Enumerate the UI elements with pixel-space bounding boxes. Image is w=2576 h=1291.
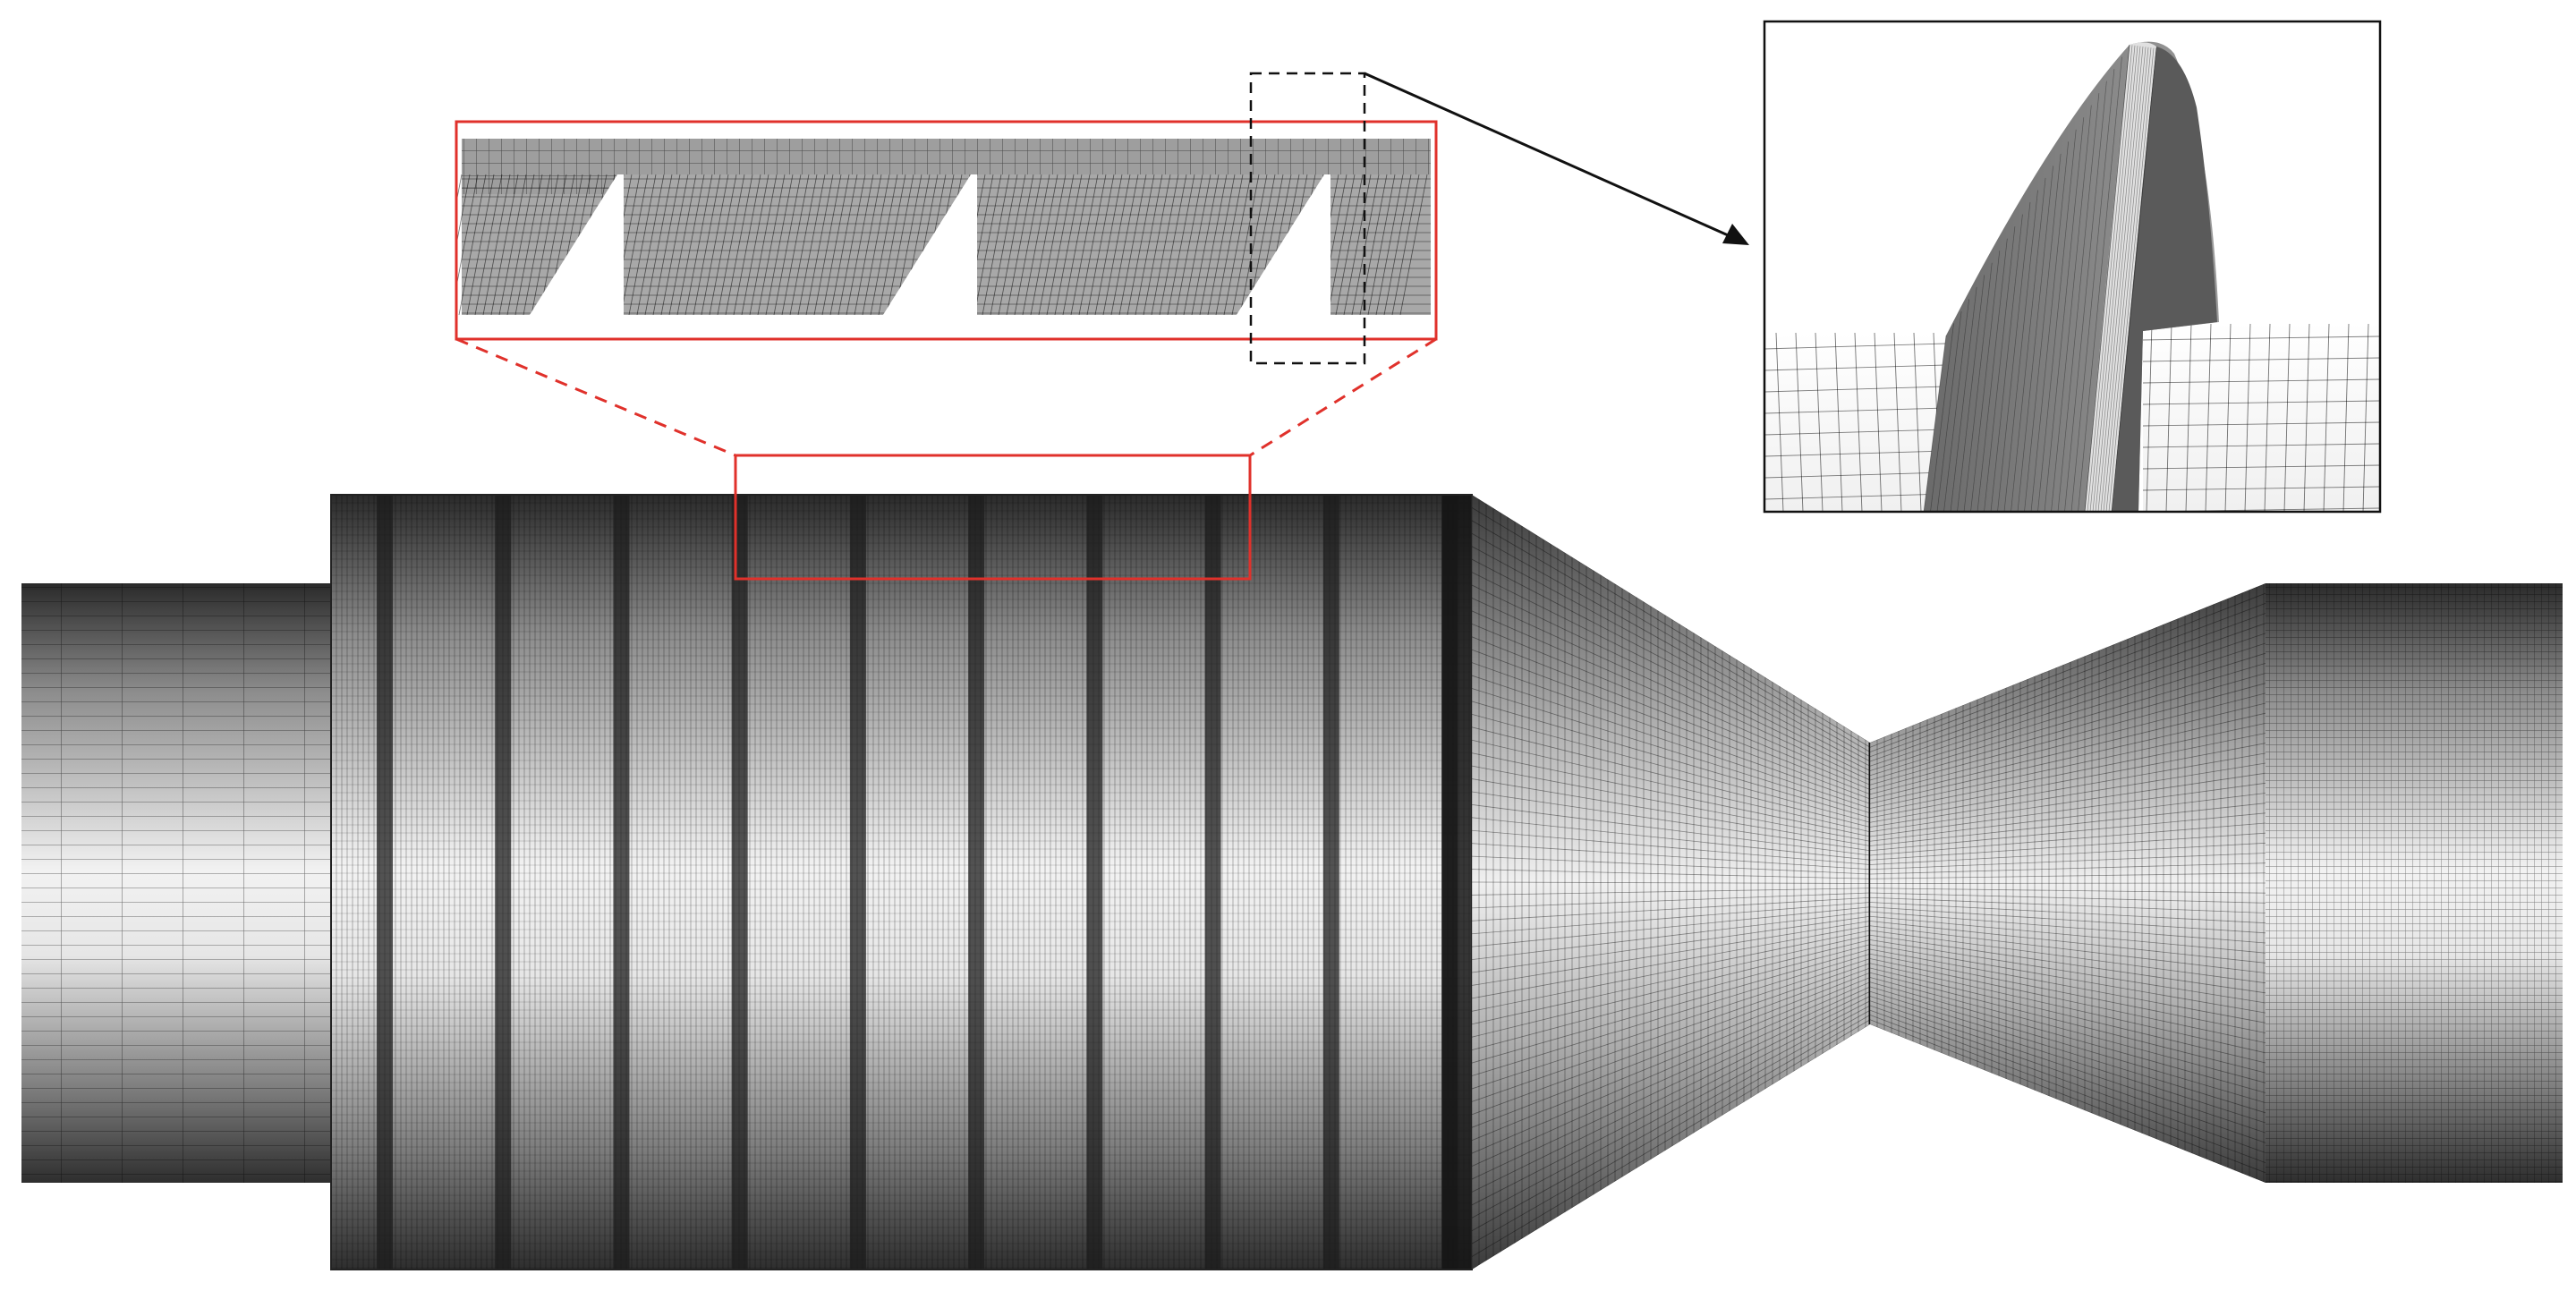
black-detail-inset	[1763, 20, 2382, 514]
black-detail-inset-frame	[1763, 20, 2382, 514]
baffle	[1322, 495, 1339, 1270]
zoom-leader-right	[1249, 337, 1437, 457]
chamber-highlight-box	[734, 454, 1252, 581]
detail-dashed-box	[1249, 72, 1366, 365]
red-zoom-inset	[455, 120, 1438, 341]
baffle	[377, 495, 393, 1270]
baffle	[731, 495, 748, 1270]
baffle	[849, 495, 866, 1270]
baffle	[1204, 495, 1221, 1270]
chamber-end-band	[1442, 495, 1472, 1270]
chamber-with-baffles	[331, 495, 1472, 1270]
detail-arrow	[1364, 72, 1749, 245]
baffle	[613, 495, 630, 1270]
outlet-cylinder	[2266, 583, 2563, 1183]
inlet-cylinder	[21, 583, 331, 1183]
baffle	[1086, 495, 1103, 1270]
red-zoom-inset-frame	[455, 120, 1438, 341]
baffle	[495, 495, 512, 1270]
zoom-leader-left	[455, 337, 736, 457]
baffle	[968, 495, 985, 1270]
